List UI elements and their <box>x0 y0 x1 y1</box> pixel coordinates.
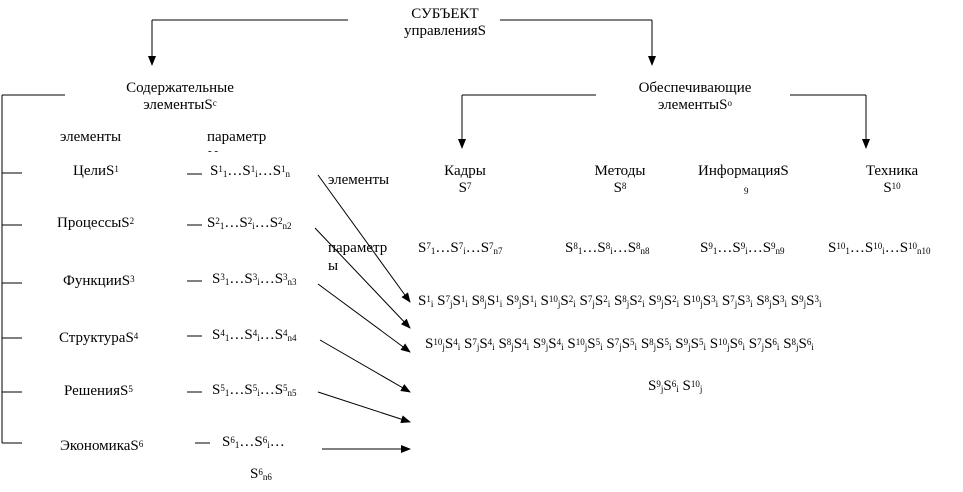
right-param-8: S81…S8i…S8n8 <box>565 240 650 256</box>
header-elements: элементы <box>60 129 122 145</box>
left-item-economics: ЭкономикаS6 <box>60 438 144 454</box>
param-row-6: S61…S6i… <box>222 434 285 450</box>
right-param-9: S91…S9i…S9n9 <box>700 240 785 256</box>
right-param-10: S101…S10i…S10n10 <box>828 240 931 256</box>
mid-label-params-2: ы <box>328 258 339 274</box>
right-param-7: S71…S7i…S7n7 <box>418 240 503 256</box>
header-param: параметр <box>207 129 267 145</box>
param-row-1: S11…S1i…S1n <box>210 163 291 179</box>
left-item-functions: ФункцииS3 <box>63 273 135 289</box>
mid-label-params: параметр <box>328 240 388 256</box>
right-item-technology: Техника S10 <box>865 163 919 196</box>
left-item-structure: СтруктураS4 <box>59 330 139 346</box>
mid-label-elements: элементы <box>328 172 390 188</box>
left-item-processes: ПроцессыS2 <box>57 215 135 231</box>
left-item-decisions: РешенияS5 <box>64 383 133 399</box>
param-row-2: S21…S2i…S2n2 <box>207 215 292 231</box>
left-item-goals: ЦелиS1 <box>73 163 119 179</box>
right-item-methods: Методы S8 <box>594 163 646 196</box>
param-row-5: S51…S5i…S5n5 <box>212 382 297 398</box>
param-row-4: S41…S4i…S4n4 <box>212 327 297 343</box>
content-elements-title: Содержательные элементыSс <box>126 80 234 113</box>
param-row-3: S31…S3i…S3n3 <box>212 271 297 287</box>
combination-row-2: S10jS4i S7jS4i S8jS4i S9jS4i S10jS5i S7j… <box>425 336 814 352</box>
combination-row-1: S1i S7jS1i S8jS1i S9jS1i S10jS2i S7jS2i … <box>418 293 822 309</box>
param-row-6b: S6n6 <box>250 466 272 482</box>
header-param-dash: - - <box>208 145 219 157</box>
provide-elements-title: Обеспечивающие элементыSо <box>638 80 752 113</box>
right-item-staff: Кадры S7 <box>444 163 486 196</box>
combination-row-3: S9jS6i S10j <box>648 378 703 394</box>
subject-title: СУБЪЕКТ управленияS <box>403 6 486 39</box>
